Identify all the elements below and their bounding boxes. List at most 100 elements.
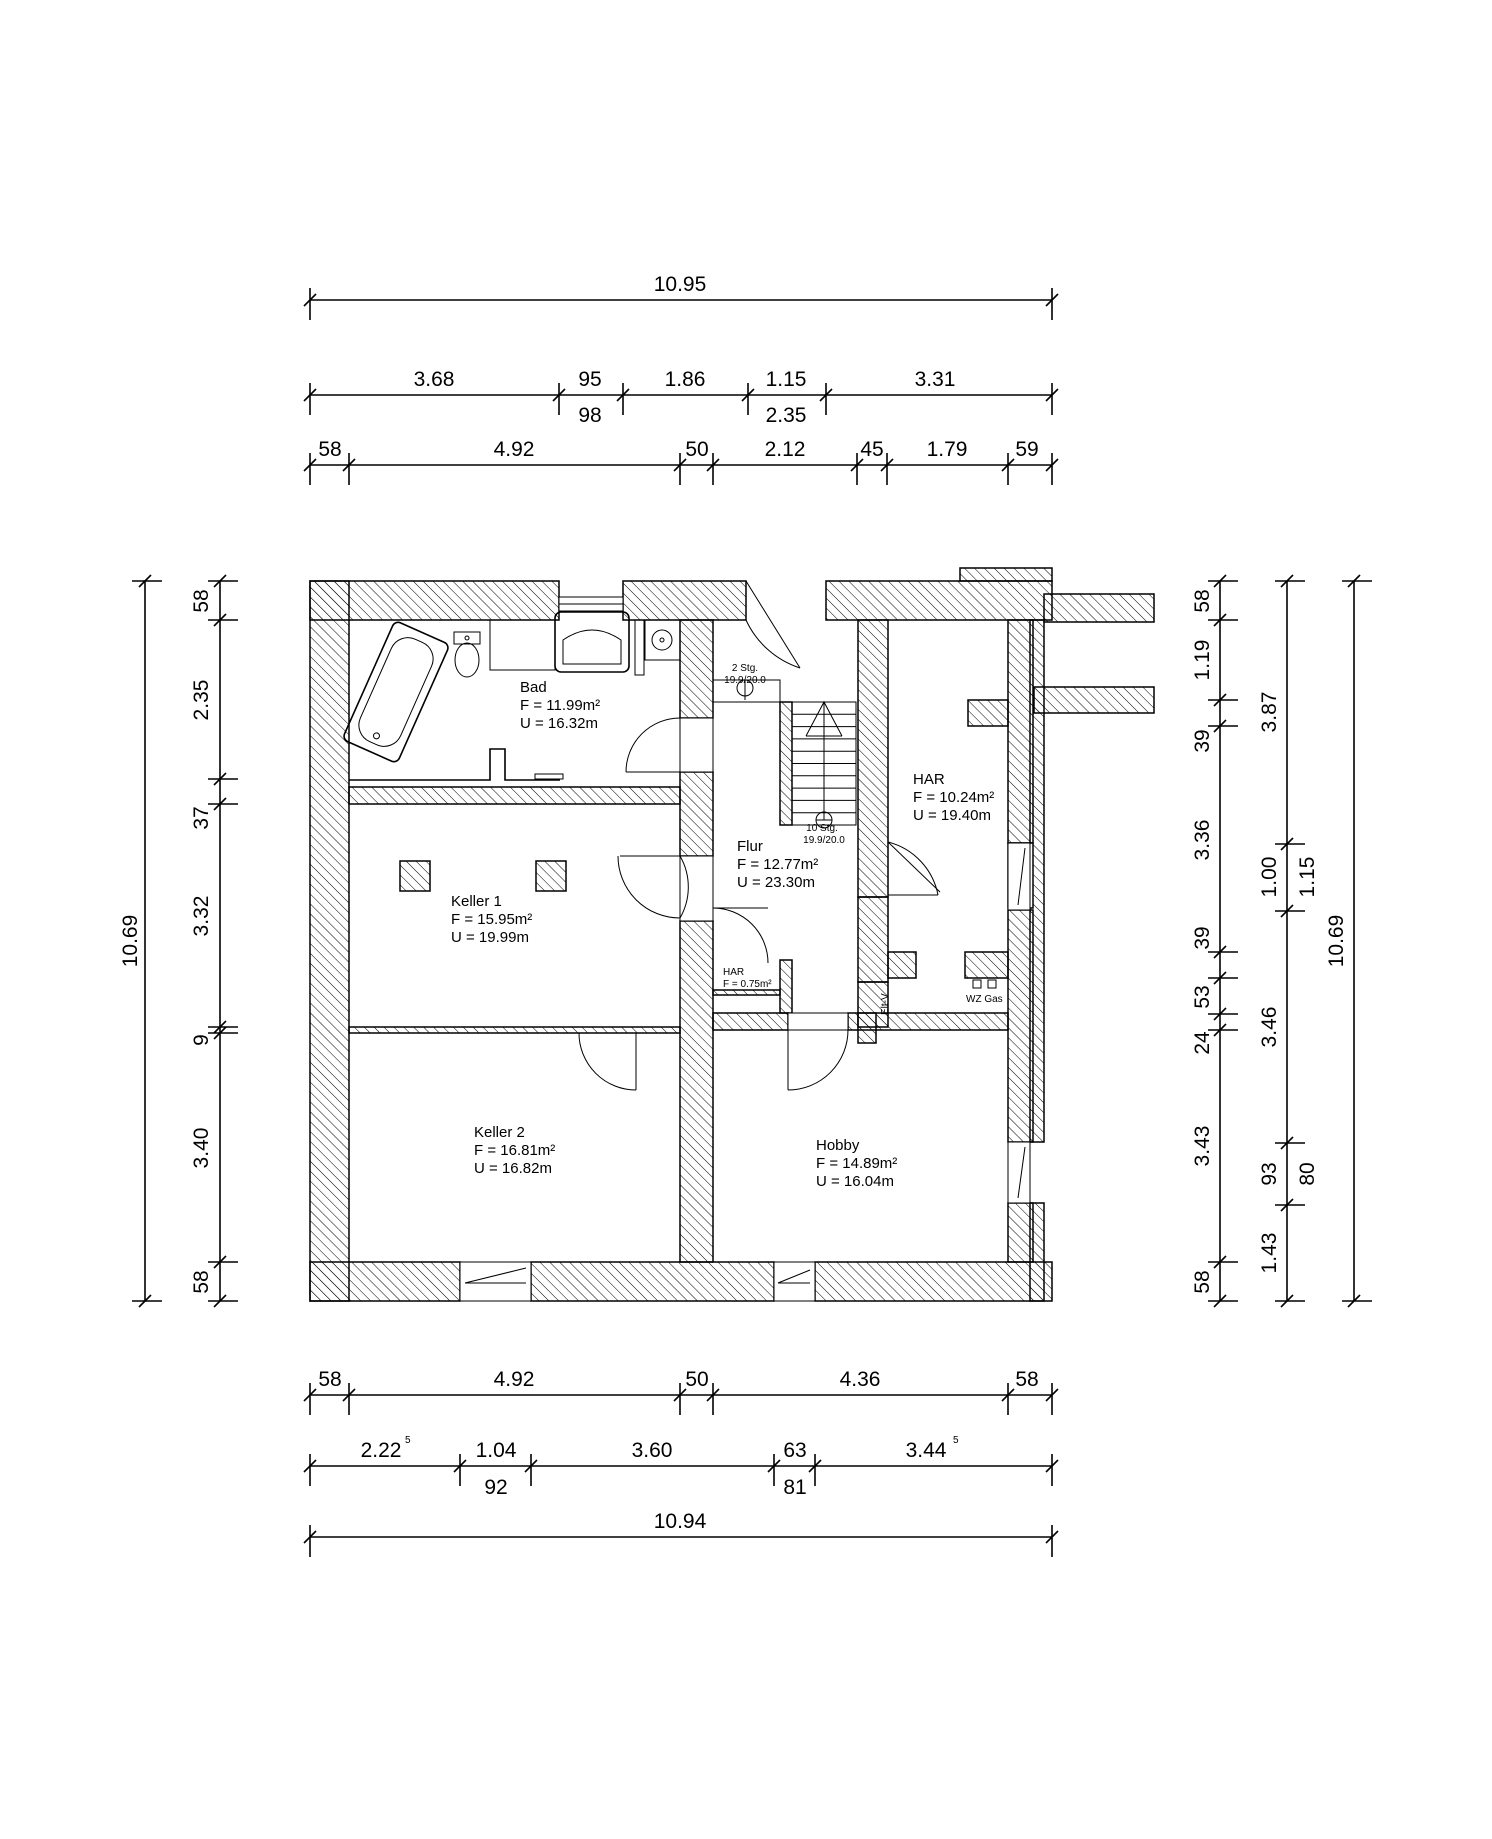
dim-bot-r2-1: 1.04 (476, 1439, 517, 1462)
dim-left-0: 58 (190, 589, 213, 612)
room-hobby-perimeter: U = 16.04m (816, 1173, 894, 1190)
dim-top-total: 10.95 (654, 273, 707, 296)
sink-icon (489, 611, 645, 676)
room-keller1-name: Keller 1 (451, 893, 502, 910)
dim-bot-r2-4-sup: 5 (953, 1435, 959, 1446)
stair-top-label: 2 Stg. (732, 663, 758, 674)
dim-bot-r2b-1: 81 (783, 1476, 806, 1499)
room-keller2-name: Keller 2 (474, 1124, 525, 1141)
room-keller2-area: F = 16.81m² (474, 1142, 555, 1159)
dim-right-outer-a-1: 80 (1296, 1162, 1319, 1185)
dim-right-inner-2: 39 (1191, 729, 1214, 752)
dim-top-r2-5: 1.79 (927, 438, 968, 461)
room-keller1: Keller 1 F = 15.95m² U = 19.99m (451, 893, 532, 946)
room-keller2-perimeter: U = 16.82m (474, 1160, 552, 1177)
room-labels: Bad F = 11.99m² U = 16.32m Keller 1 F = … (451, 679, 1003, 1190)
dim-top-r2-1: 4.92 (494, 438, 535, 461)
dim-right-inner-8: 58 (1191, 1270, 1214, 1293)
dimensions-right: 58 1.19 39 3.36 39 53 24 3.43 58 3.87 1.… (1191, 574, 1372, 1308)
room-har-small-area: F = 0.75m² (723, 979, 772, 990)
dim-top-r2-4: 45 (860, 438, 883, 461)
room-har: HAR F = 10.24m² U = 19.40m (913, 771, 994, 824)
room-flur-perimeter: U = 23.30m (737, 874, 815, 891)
room-bad-name: Bad (520, 679, 547, 696)
dim-left-5: 3.40 (190, 1128, 213, 1169)
openings (459, 596, 1031, 1302)
dim-right-mid-3: 93 (1258, 1162, 1281, 1185)
dim-top-r1-4: 3.31 (915, 368, 956, 391)
dim-right-inner-6: 24 (1191, 1031, 1214, 1055)
dim-right-inner-0: 58 (1191, 589, 1214, 612)
dim-bot-r2-4: 3.44 (906, 1439, 947, 1462)
dimensions-left: 10.69 58 2.35 37 3.32 9 3.40 58 (119, 574, 238, 1308)
dim-top-r1b-1: 2.35 (766, 404, 807, 427)
dim-right-inner-4: 39 (1191, 926, 1214, 949)
dim-bot-r1-2: 50 (685, 1368, 708, 1391)
room-har-small-name: HAR (723, 967, 744, 978)
dimensions-top: 10.95 3.68 95 1.86 1.15 3.31 98 2.35 (303, 273, 1059, 485)
dim-right-mid-0: 3.87 (1258, 692, 1281, 733)
stair-bottom-ratio: 19.9/20.0 (803, 835, 845, 846)
dim-bot-r2-3: 63 (783, 1439, 806, 1462)
room-flur-name: Flur (737, 838, 763, 855)
dim-left-1: 2.35 (190, 680, 213, 721)
dim-bot-r1-0: 58 (318, 1368, 341, 1391)
dim-left-3: 3.32 (190, 896, 213, 937)
room-har-area: F = 10.24m² (913, 789, 994, 806)
dim-right-mid-2: 3.46 (1258, 1007, 1281, 1048)
dim-bot-r2-2: 3.60 (632, 1439, 673, 1462)
dim-top-r2-0: 58 (318, 438, 341, 461)
room-har-small: HAR F = 0.75m² (723, 967, 772, 990)
washbasin-icon (644, 619, 681, 661)
room-har-name: HAR (913, 771, 945, 788)
room-keller2: Keller 2 F = 16.81m² U = 16.82m (474, 1124, 555, 1177)
dim-bot-r2-0-sup: 5 (405, 1435, 411, 1446)
dim-right-inner-1: 1.19 (1191, 640, 1214, 681)
dim-top-r2-3: 2.12 (765, 438, 806, 461)
dim-bot-r1-4: 58 (1015, 1368, 1038, 1391)
doors (578, 580, 941, 1091)
room-hobby-area: F = 14.89m² (816, 1155, 897, 1172)
fixtures (343, 611, 997, 989)
dim-top-r1-2: 1.86 (665, 368, 706, 391)
dim-top-r1-3: 1.15 (766, 368, 807, 391)
room-hobby: Hobby F = 14.89m² U = 16.04m (816, 1137, 897, 1190)
dim-right-mid-4: 1.43 (1258, 1233, 1281, 1274)
dim-bot-r1-3: 4.36 (840, 1368, 881, 1391)
stair-bottom-label: 10 Stg. (806, 823, 838, 834)
dim-right-inner-7: 3.43 (1191, 1126, 1214, 1167)
dim-left-2: 37 (190, 806, 213, 829)
bathtub-icon (343, 621, 449, 763)
room-bad: Bad F = 11.99m² U = 16.32m (520, 679, 600, 732)
dim-bot-total: 10.94 (654, 1510, 707, 1533)
room-flur: Flur F = 12.77m² U = 23.30m (737, 838, 818, 891)
stair-top-ratio: 19.9/20.0 (724, 675, 766, 686)
dim-top-r1b-0: 98 (578, 404, 601, 427)
dim-right-mid-1: 1.00 (1258, 857, 1281, 898)
room-bad-area: F = 11.99m² (520, 697, 600, 714)
toilet-icon (453, 631, 481, 678)
dim-top-r2-6: 59 (1015, 438, 1038, 461)
dimensions-bottom: 58 4.92 50 4.36 58 2.22 5 1.04 3.60 63 3… (303, 1368, 1059, 1557)
dim-right-inner-5: 53 (1191, 985, 1214, 1008)
room-hobby-name: Hobby (816, 1137, 860, 1154)
room-har-perimeter: U = 19.40m (913, 807, 991, 824)
dim-right-total: 10.69 (1325, 915, 1348, 968)
dim-left-6: 58 (190, 1270, 213, 1293)
room-keller1-perimeter: U = 19.99m (451, 929, 529, 946)
dim-bot-r2b-0: 92 (484, 1476, 507, 1499)
dim-top-r1-1: 95 (578, 368, 601, 391)
dim-right-inner-3: 3.36 (1191, 820, 1214, 861)
dim-left-4: 9 (190, 1034, 213, 1046)
wz-gas-label: WZ Gas (966, 994, 1003, 1005)
dim-top-r1-0: 3.68 (414, 368, 455, 391)
dim-top-r2-2: 50 (685, 438, 708, 461)
dim-right-outer-a-0: 1.15 (1296, 857, 1319, 898)
room-keller1-area: F = 15.95m² (451, 911, 532, 928)
dim-left-total: 10.69 (119, 915, 142, 968)
dim-bot-r2-0: 2.22 (361, 1439, 402, 1462)
dim-bot-r1-1: 4.92 (494, 1368, 535, 1391)
elt-label: Elt-V (880, 993, 891, 1015)
room-flur-area: F = 12.77m² (737, 856, 818, 873)
